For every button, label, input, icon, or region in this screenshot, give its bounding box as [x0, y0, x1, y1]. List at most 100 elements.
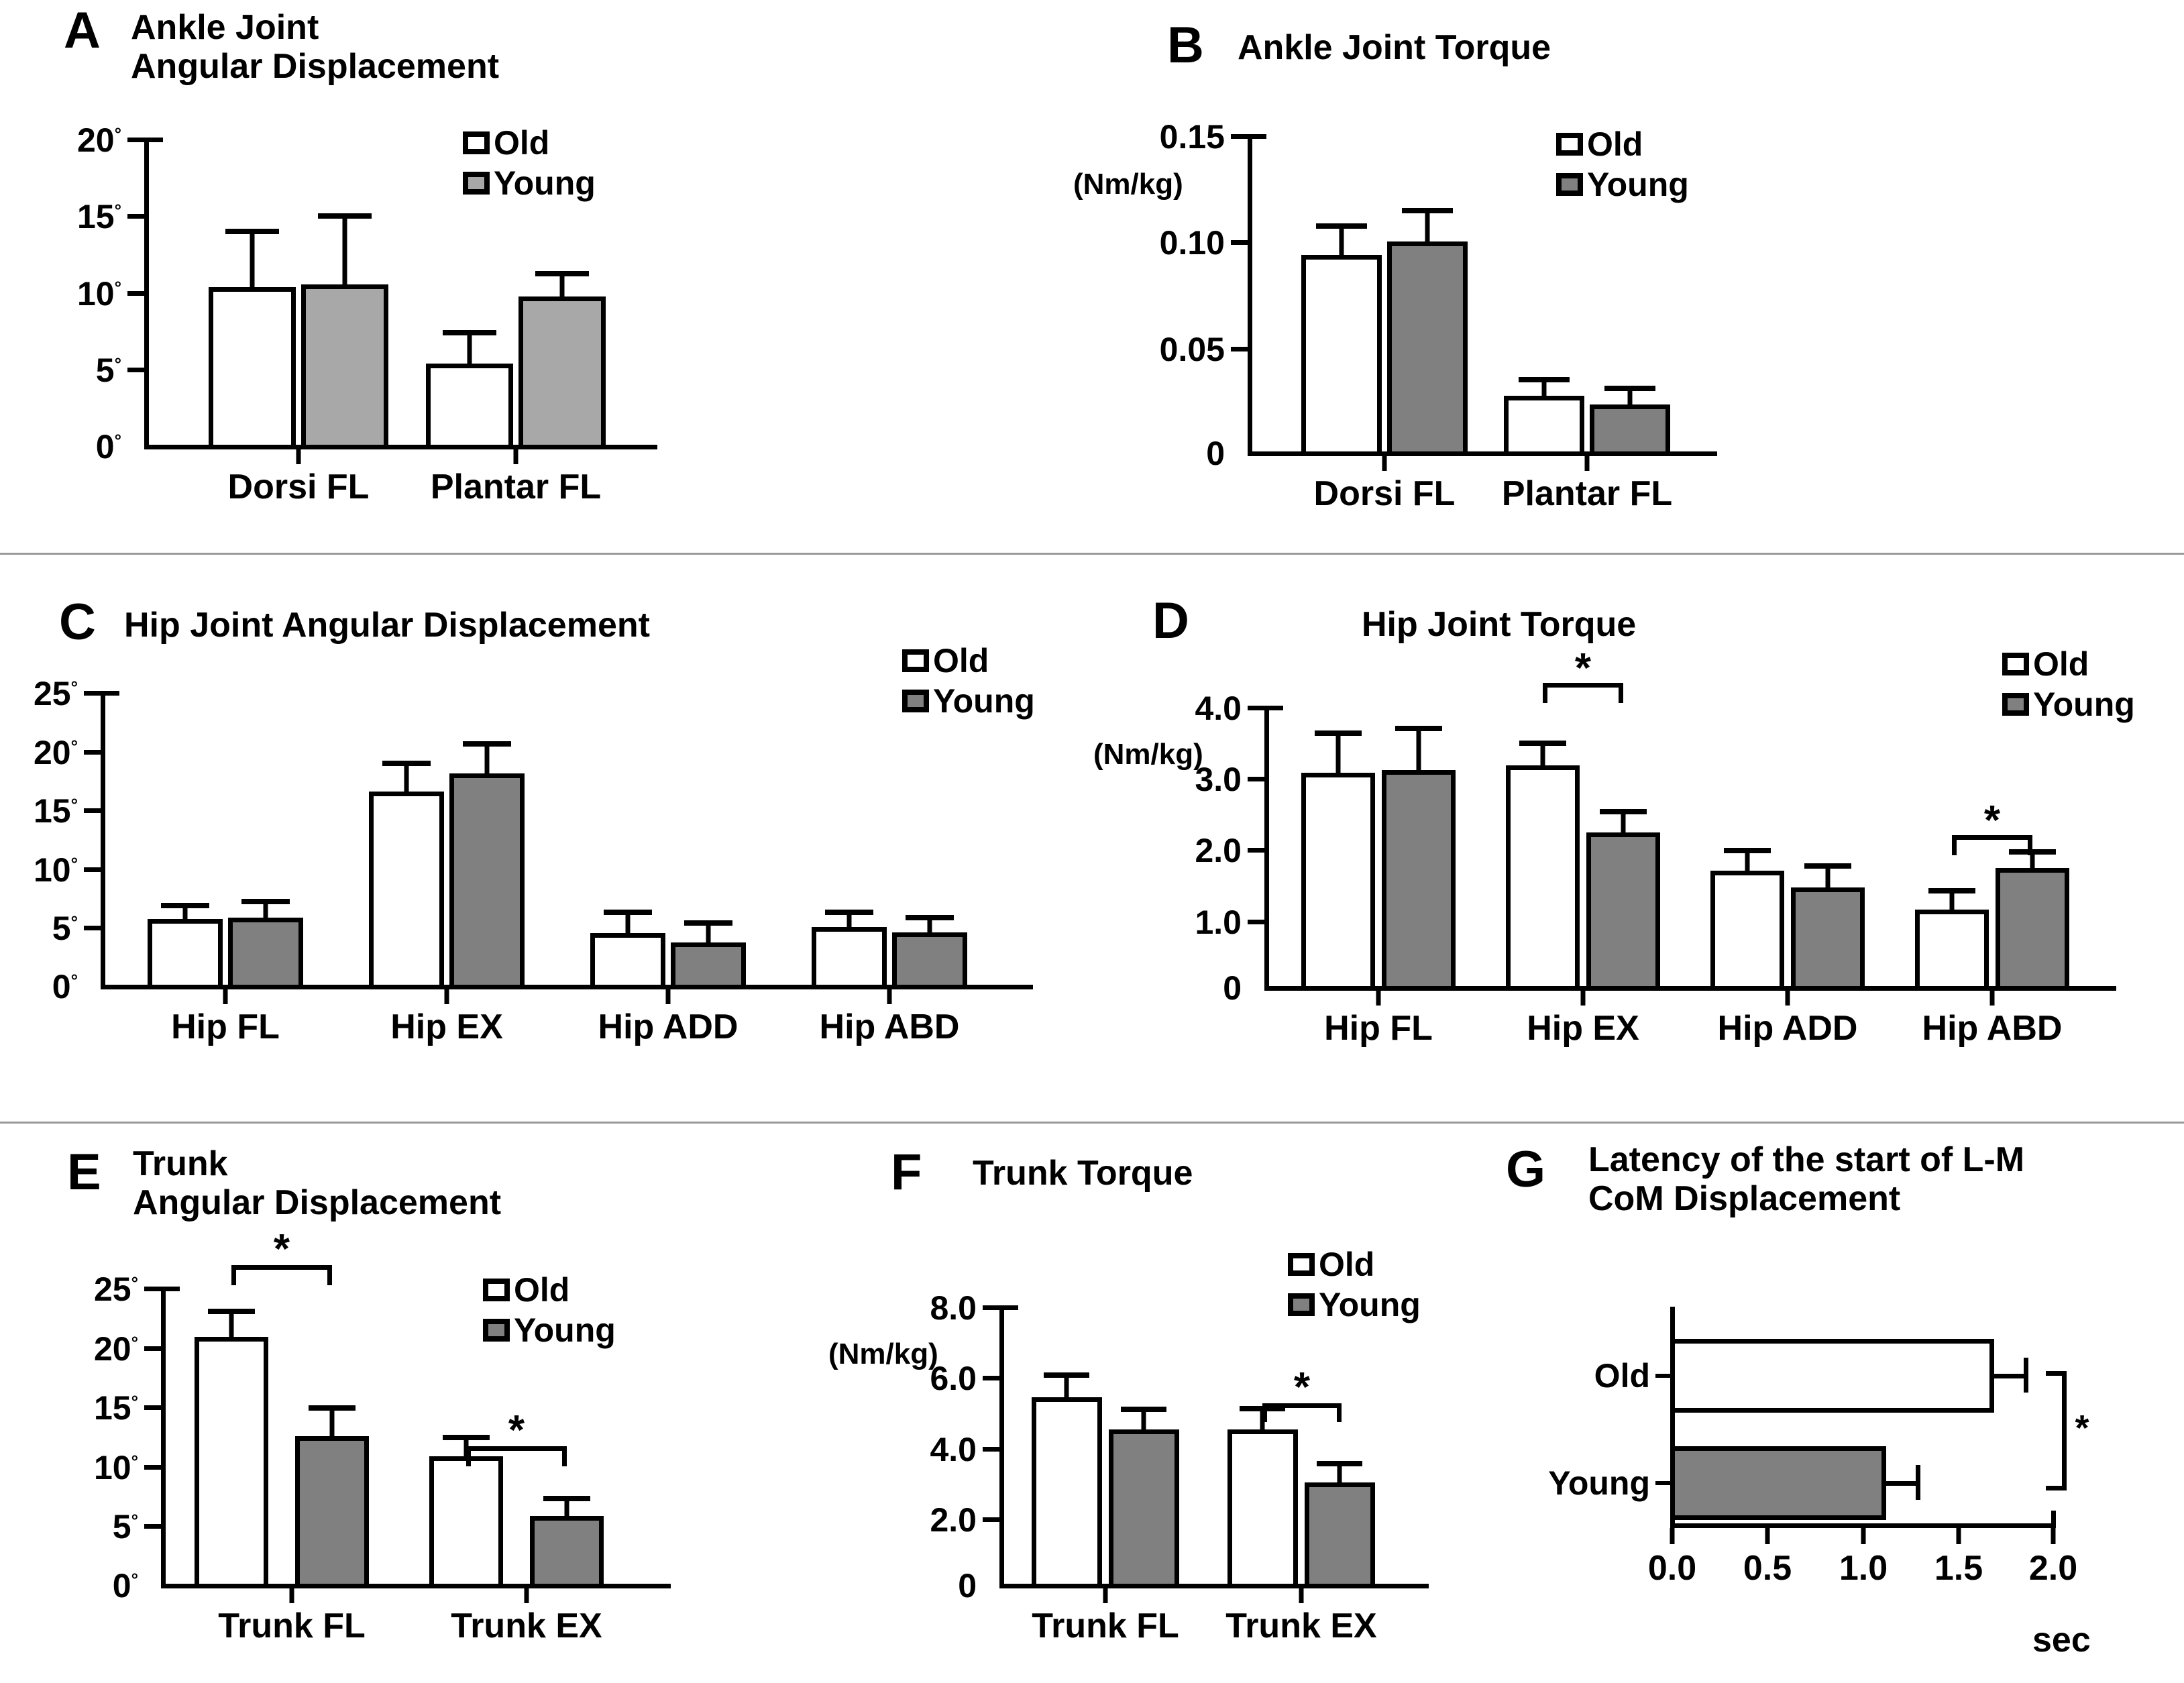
panel-e-sig-trunkex-leg-left: [466, 1446, 471, 1466]
panel-b-unit-label: (Nm/kg): [1073, 168, 1183, 201]
panel-d-sig-hipex-star: *: [1574, 645, 1592, 692]
panel-a: A Ankle Joint Angular Displacement 20° 1…: [0, 0, 1087, 553]
panel-a-ylabel-15: 15°: [76, 198, 121, 235]
panel-c-err-young-hipex: [484, 747, 490, 773]
panel-d-bar-old-hipadd: [1710, 871, 1784, 991]
panel-c-xlabel-hipadd: Hip ADD: [598, 1008, 739, 1046]
panel-c-err-young-hipfl: [263, 904, 268, 918]
panel-d-errcap-old-hipadd: [1724, 848, 1771, 853]
panel-c-err-young-hipabd: [927, 920, 932, 932]
panel-b-err-old-plantar: [1541, 382, 1547, 396]
panel-b-y-axis: [1248, 134, 1252, 456]
panel-a-x-axis: [144, 445, 657, 449]
panel-g-bar-old: [1670, 1339, 1994, 1413]
panel-g-err-old: [1994, 1374, 2026, 1378]
panel-a-err-old-dorsi: [250, 234, 255, 287]
panel-f-xtick-trunkex: [1299, 1588, 1304, 1603]
panel-b: B Ankle Joint Torque 0.15 0.10 0.05 0 (N…: [1073, 0, 2184, 553]
panel-f: F Trunk Torque 8.0 6.0 4.0 2.0 0 (Nm/kg): [828, 1126, 1482, 1683]
panel-f-sig-trunkex-bar: [1262, 1403, 1342, 1408]
panel-e-err-young-trunkfl: [329, 1411, 335, 1436]
panel-d-bar-young-hipadd: [1791, 887, 1865, 991]
panel-c-y-axis-top-cap: [101, 691, 119, 696]
legend-swatch-old-icon: [1556, 133, 1583, 156]
panel-e-y-axis-top-cap: [161, 1287, 180, 1291]
panel-c-ylabel-15: 15°: [33, 792, 78, 830]
panel-c-xlabel-hipfl: Hip FL: [171, 1008, 280, 1046]
panel-d-ylabel-30: 3.0: [1195, 761, 1242, 798]
panel-d-err-old-hipadd: [1745, 853, 1750, 871]
panel-b-ytick-010: [1231, 240, 1248, 245]
panel-f-legend: Old Young: [1288, 1248, 1421, 1328]
panel-b-legend-label-old: Old: [1587, 125, 1643, 163]
panel-d-ylabel-20: 2.0: [1195, 832, 1242, 869]
panel-c-err-old-hipfl: [182, 908, 188, 919]
panel-b-ylabel-005: 0.05: [1159, 331, 1225, 368]
panel-e-title: Trunk Angular Displacement: [133, 1144, 502, 1223]
panel-c-ytick-15: [84, 808, 101, 813]
panel-e-xlabel-trunkfl: Trunk FL: [218, 1607, 366, 1645]
panel-d-letter: D: [1152, 592, 1189, 649]
panel-b-legend-label-young: Young: [1587, 166, 1689, 203]
panel-b-ytick-015: [1231, 134, 1248, 139]
panel-f-legend-row-old: Old: [1288, 1248, 1421, 1281]
panel-d-bar-old-hipabd: [1915, 910, 1989, 991]
panel-f-ylabel-0: 0: [958, 1567, 977, 1605]
panel-a-ytick-15: [127, 214, 144, 219]
panel-d-sig-hipabd-bar: [1952, 835, 2032, 840]
panel-g-sig-arm-top: [2046, 1371, 2067, 1376]
panel-f-err-young-trunkfl: [1141, 1412, 1146, 1429]
panel-d-xtick-hipadd: [1785, 991, 1790, 1006]
panel-e-bar-young-trunkfl: [295, 1436, 369, 1588]
panel-c-letter: C: [59, 594, 96, 651]
panel-d-ylabel-0: 0: [1223, 969, 1242, 1007]
panel-a-ylabel-20: 20°: [76, 121, 121, 159]
legend-swatch-young-icon: [1288, 1293, 1315, 1316]
panel-f-sig-trunkex-star: *: [1293, 1364, 1311, 1411]
panel-f-ytick-60: [983, 1376, 999, 1380]
legend-swatch-old-icon: [2002, 653, 2029, 675]
panel-e-err-old-trunkfl: [229, 1314, 234, 1337]
panel-d-err-young-hipfl: [1416, 731, 1421, 770]
panel-f-legend-row-young: Young: [1288, 1288, 1421, 1321]
panel-e-sig-trunkfl-bar: [231, 1265, 332, 1270]
panel-d-ytick-10: [1248, 920, 1264, 924]
panel-c-ytick-25: [84, 691, 101, 696]
panel-c-ylabel-20: 20°: [33, 734, 78, 771]
panel-b-xtick-dorsi: [1382, 456, 1387, 471]
panel-a-y-axis-top-cap: [144, 138, 163, 142]
panel-d-sig-hipex-leg-right: [1619, 683, 1623, 703]
panel-f-bar-young-trunkex: [1305, 1482, 1375, 1588]
panel-e-ytick-10: [144, 1465, 161, 1470]
panel-d-sig-hipabd-leg-left: [1952, 835, 1957, 855]
panel-a-bar-young-plantar: [518, 296, 606, 449]
panel-e-sig-trunkfl-leg-left: [231, 1265, 236, 1285]
panel-a-legend-row-old: Old: [463, 126, 596, 160]
panel-g-xlabel-15: 1.5: [1934, 1549, 1983, 1588]
panel-e-ytick-25: [144, 1287, 161, 1291]
panel-a-xlabel-plantar: Plantar FL: [430, 468, 602, 506]
panel-f-sig-trunkex: *: [1262, 1367, 1342, 1425]
panel-c-ytick-10: [84, 867, 101, 872]
panel-e: E Trunk Angular Displacement 25° 20° 15°…: [0, 1126, 865, 1683]
panel-e-bar-old-trunkfl: [195, 1337, 268, 1588]
panel-b-errcap-old-plantar: [1519, 377, 1570, 382]
panel-c-x-axis: [101, 985, 1033, 989]
panel-d-xtick-hipfl: [1376, 991, 1381, 1006]
panel-d-ytick-30: [1248, 777, 1264, 781]
panel-c-bar-young-hipabd: [892, 932, 967, 989]
panel-b-legend-row-young: Young: [1556, 168, 1689, 201]
panel-f-errcap-young-trunkfl: [1121, 1407, 1166, 1412]
legend-swatch-old-icon: [483, 1279, 510, 1301]
panel-g-ytick-old: [1655, 1374, 1670, 1378]
panel-d-legend-row-old: Old: [2002, 647, 2135, 681]
panel-f-ytick-80: [983, 1305, 999, 1310]
panel-b-err-young-dorsi: [1425, 213, 1430, 241]
panel-d-plot: 4.0 3.0 2.0 1.0 0 (Nm/kg) Hip FL: [1093, 648, 2116, 1048]
panel-a-bar-old-plantar: [426, 364, 513, 449]
panel-c-title: Hip Joint Angular Displacement: [124, 606, 650, 645]
panel-e-y-axis: [161, 1287, 166, 1588]
panel-b-bar-young-dorsi: [1387, 241, 1468, 456]
panel-g-y-axis: [1670, 1307, 1675, 1528]
